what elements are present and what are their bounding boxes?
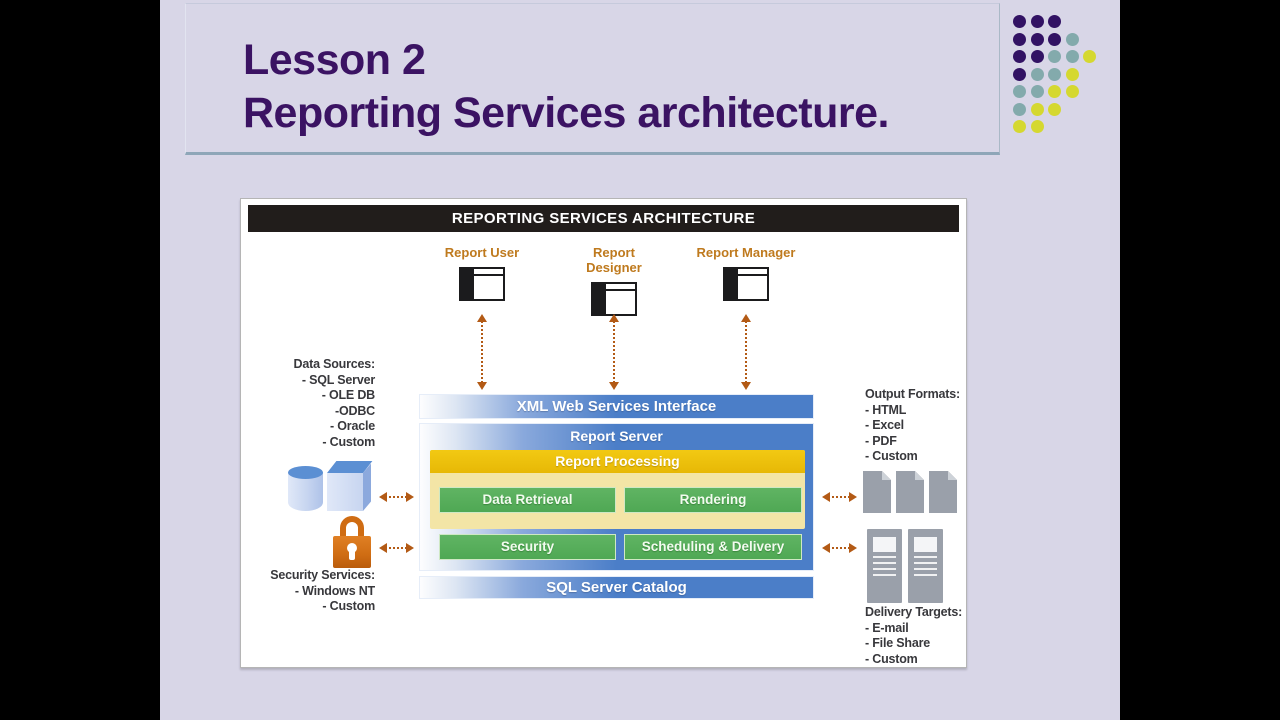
purple-dot-icon — [1013, 15, 1026, 28]
delivery-targets-item: - File Share — [865, 636, 930, 650]
data-sources-panel: Data Sources: - SQL Server - OLE DB -ODB… — [251, 357, 376, 450]
report-manager-label: Report Manager — [696, 245, 796, 260]
delivery-targets-item: - E-mail — [865, 620, 909, 635]
teal-dot-icon — [1065, 50, 1079, 63]
purple-dot-icon — [1030, 50, 1044, 63]
yellow-dot-icon — [1048, 85, 1061, 98]
security-arrow-icon — [379, 543, 414, 553]
delivery-servers — [867, 529, 943, 603]
security-box: Security — [439, 534, 616, 560]
report-user-arrow-icon — [477, 314, 487, 390]
security-services-item: - Custom — [322, 599, 375, 613]
output-formats-item: - Excel — [865, 418, 904, 432]
security-services-title: Security Services: — [270, 568, 375, 582]
database-cube-icon — [327, 461, 373, 511]
yellow-dot-icon — [1030, 102, 1044, 116]
window-sidebar — [725, 269, 738, 299]
security-services-panel: Security Services: - Windows NT - Custom — [251, 568, 375, 615]
report-processing-bar: Report Processing — [430, 450, 805, 473]
data-sources-item: -ODBC — [335, 403, 375, 418]
window-sidebar — [593, 284, 606, 314]
database-cylinder-icon — [288, 466, 323, 511]
report-designer-arrow-icon — [609, 314, 619, 390]
data-retrieval-box: Data Retrieval — [439, 487, 616, 513]
data-sources-title: Data Sources: — [293, 357, 376, 371]
teal-dot-icon — [1048, 50, 1061, 63]
purple-dot-icon — [1048, 32, 1061, 46]
data-sources-item: - Custom — [322, 434, 375, 449]
slide-title: Lesson 2 Reporting Services architecture… — [243, 34, 889, 140]
yellow-dot-icon — [1013, 120, 1026, 133]
xml-interface-label: XML Web Services Interface — [516, 398, 717, 415]
purple-dot-icon — [1013, 50, 1026, 63]
actor-report-user: Report User — [432, 245, 532, 301]
data-sources-item: - SQL Server — [301, 372, 375, 387]
server-icon — [908, 529, 943, 603]
diagram-title: REPORTING SERVICES ARCHITECTURE — [451, 210, 756, 227]
window-pane — [474, 269, 503, 299]
teal-dot-icon — [1030, 67, 1044, 81]
dots-decoration — [1013, 15, 1096, 138]
window-pane — [606, 284, 635, 314]
purple-dot-icon — [1013, 32, 1026, 46]
yellow-dot-icon — [1065, 85, 1079, 98]
report-user-window-icon — [459, 267, 505, 301]
yellow-dot-icon — [1048, 102, 1061, 116]
title-line-1: Lesson 2 — [243, 36, 426, 84]
data-source-arrow-icon — [379, 492, 414, 502]
report-server-label: Report Server — [570, 428, 663, 444]
output-arrow-icon — [822, 492, 857, 502]
output-formats-item: - PDF — [865, 433, 897, 448]
delivery-targets-panel: Delivery Targets: - E-mail - File Share … — [865, 605, 965, 667]
actor-report-designer: Report Designer — [564, 245, 664, 316]
purple-dot-icon — [1013, 67, 1026, 81]
document-icon — [896, 471, 924, 513]
report-manager-arrow-icon — [741, 314, 751, 390]
report-user-label: Report User — [444, 245, 520, 260]
delivery-targets-title: Delivery Targets: — [865, 605, 963, 619]
output-formats-item: - HTML — [865, 402, 907, 417]
scheduling-delivery-box: Scheduling & Delivery — [624, 534, 802, 560]
yellow-dot-icon — [1030, 120, 1044, 133]
teal-dot-icon — [1013, 85, 1026, 98]
purple-dot-icon — [1030, 15, 1044, 28]
yellow-dot-icon — [1065, 67, 1079, 81]
report-designer-window-icon — [591, 282, 637, 316]
title-box: Lesson 2 Reporting Services architecture… — [185, 3, 1000, 155]
teal-dot-icon — [1013, 102, 1026, 116]
rendering-box: Rendering — [624, 487, 802, 513]
actor-report-manager: Report Manager — [696, 245, 796, 301]
output-formats-panel: Output Formats: - HTML - Excel - PDF - C… — [865, 387, 965, 465]
purple-dot-icon — [1048, 15, 1061, 28]
title-line-2: Reporting Services architecture. — [243, 89, 889, 137]
teal-dot-icon — [1048, 67, 1061, 81]
purple-dot-icon — [1030, 32, 1044, 46]
window-sidebar — [461, 269, 474, 299]
diagram-title-bar: REPORTING SERVICES ARCHITECTURE — [248, 205, 959, 232]
yellow-dot-icon — [1083, 50, 1096, 63]
report-designer-label: Report Designer — [586, 245, 642, 275]
document-icon — [863, 471, 891, 513]
report-manager-window-icon — [723, 267, 769, 301]
server-icon — [867, 529, 902, 603]
sql-catalog-label: SQL Server Catalog — [546, 579, 687, 596]
report-server-box: Report Server Report Processing Data Ret… — [419, 423, 814, 571]
teal-dot-icon — [1030, 85, 1044, 98]
delivery-targets-item: - Custom — [865, 651, 918, 666]
slide: Lesson 2 Reporting Services architecture… — [160, 0, 1120, 720]
document-icon — [929, 471, 957, 513]
security-services-item: - Windows NT — [294, 583, 375, 598]
teal-dot-icon — [1065, 32, 1079, 46]
sql-catalog-bar: SQL Server Catalog — [419, 576, 814, 599]
delivery-arrow-icon — [822, 543, 857, 553]
output-formats-item: - Custom — [865, 449, 918, 463]
xml-interface-bar: XML Web Services Interface — [419, 394, 814, 419]
data-sources-item: - Oracle — [330, 419, 375, 433]
window-pane — [738, 269, 767, 299]
architecture-diagram: REPORTING SERVICES ARCHITECTURE Report U… — [240, 198, 967, 668]
output-documents — [863, 471, 957, 513]
output-formats-title: Output Formats: — [865, 387, 960, 401]
data-sources-item: - OLE DB — [321, 388, 375, 402]
padlock-icon — [333, 516, 371, 568]
